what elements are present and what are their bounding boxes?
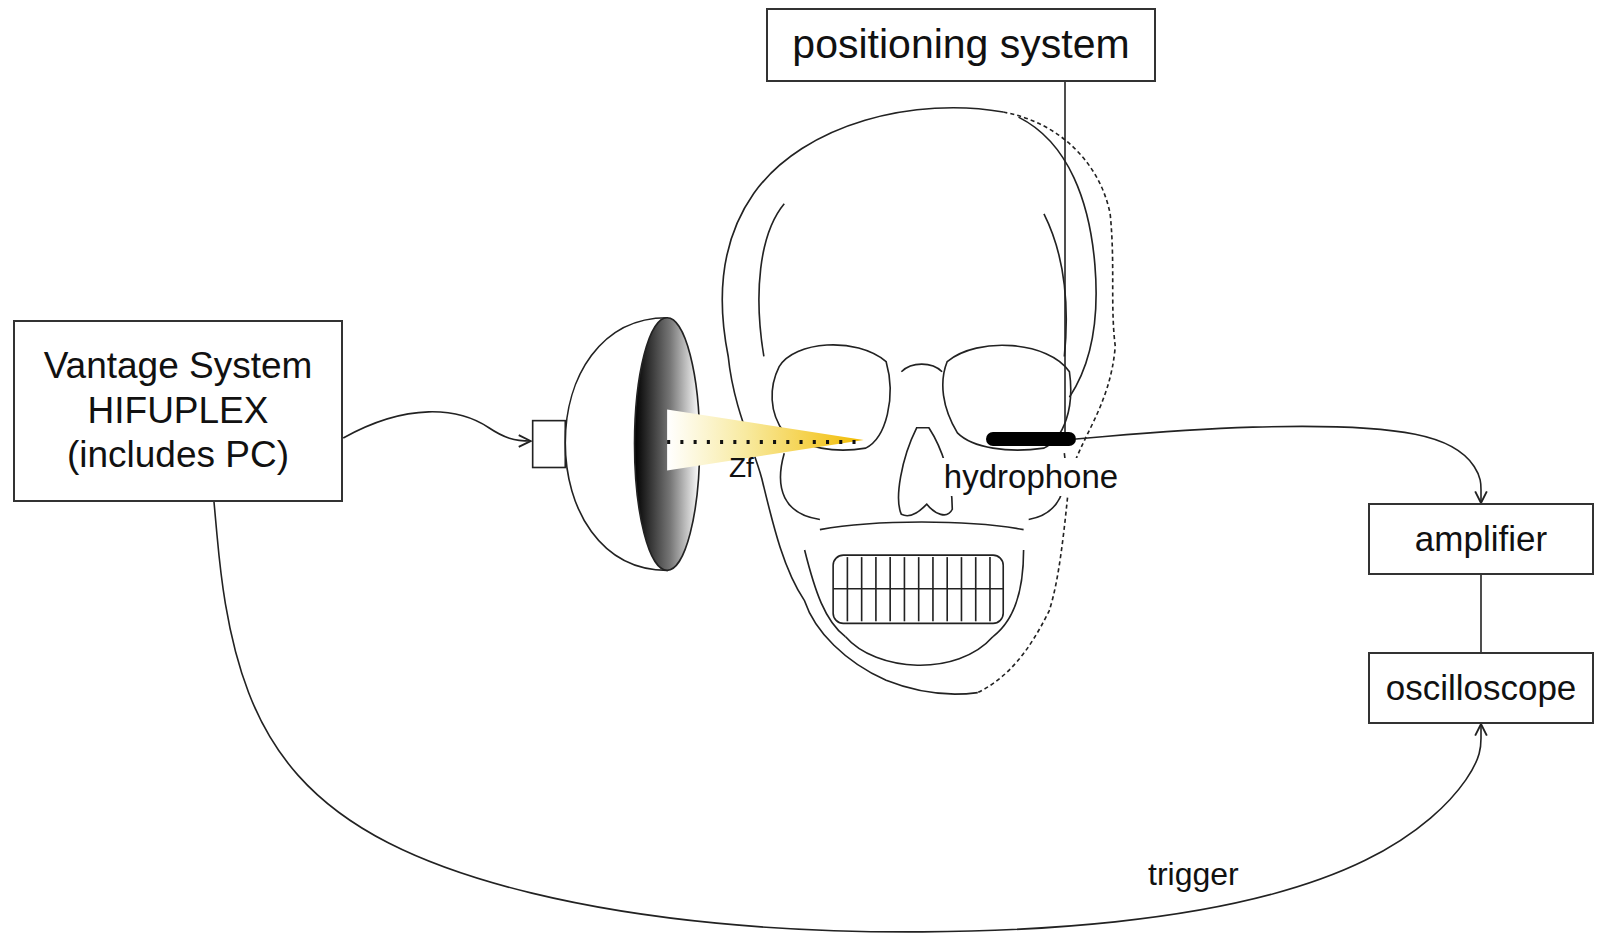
node-label: amplifier (1415, 518, 1547, 560)
skull-outline (722, 108, 1003, 694)
node-label: hydrophone (941, 458, 1121, 496)
node-label: positioning system (792, 20, 1129, 69)
tooth-line (847, 557, 849, 621)
skull-and-transducer (343, 108, 1115, 694)
transducer-handle (533, 421, 566, 468)
mandible (993, 550, 1024, 637)
tooth-line (961, 557, 963, 621)
tooth-line (975, 557, 977, 621)
focal-label: Zf (726, 452, 757, 484)
tooth-line (889, 557, 891, 621)
temple-line (1044, 214, 1066, 357)
node-label: oscilloscope (1386, 667, 1577, 709)
tooth-line (861, 557, 863, 621)
oscilloscope-box: oscilloscope (1368, 652, 1594, 724)
node-label: Vantage System HIFUPLEX (includes PC) (23, 344, 333, 477)
tooth-line (918, 557, 920, 621)
positioning-box: positioning system (766, 8, 1156, 82)
temple-line (759, 204, 784, 357)
hydrophone-bar: hydrophone (986, 432, 1076, 446)
skull-inner-line (1019, 117, 1097, 397)
controller-box: Vantage System HIFUPLEX (includes PC) (13, 320, 343, 502)
tooth-line (946, 557, 948, 621)
signal-connector (1480, 575, 1482, 652)
brow-line (901, 364, 942, 372)
tooth-line (989, 557, 991, 621)
connector-label: trigger (1145, 856, 1242, 893)
mandible (805, 550, 846, 637)
chin (845, 637, 993, 666)
upper-jaw (820, 522, 1024, 530)
tooth-line (904, 557, 906, 621)
cheekbone (781, 453, 820, 519)
teeth (833, 555, 1003, 623)
signal-connector (214, 502, 1481, 932)
signal-connector (1064, 82, 1066, 432)
focal-axis (667, 440, 866, 444)
drive-wire (343, 412, 530, 441)
tooth-line (875, 557, 877, 621)
signal-connector (1076, 426, 1481, 503)
skull-dashed-outline (978, 112, 1115, 693)
amplifier-box: amplifier (1368, 503, 1594, 575)
tooth-line (932, 557, 934, 621)
